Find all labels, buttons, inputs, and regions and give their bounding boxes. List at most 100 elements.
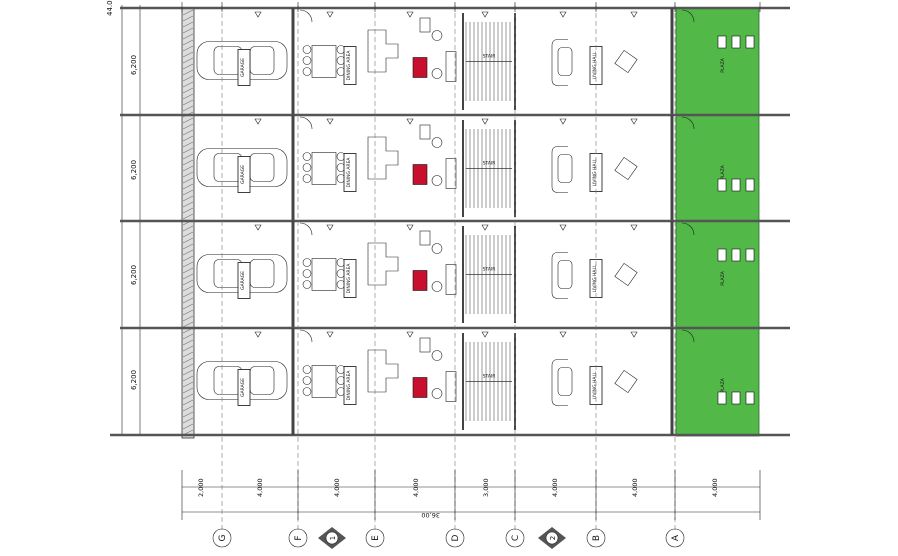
dim-col-1: 2,000 <box>197 478 205 497</box>
hatch-line <box>182 105 194 112</box>
hatch-line <box>182 405 194 412</box>
hatch-line <box>182 63 194 70</box>
hatch-line <box>182 153 194 160</box>
dim-row-2: 6,200 <box>130 160 138 180</box>
hatch-line <box>182 147 194 154</box>
hatch-line <box>182 213 194 220</box>
axis-label-b: B <box>592 535 602 541</box>
hatch-line <box>182 237 194 244</box>
garage-label: GARAGE <box>237 156 251 193</box>
hatch-line <box>182 333 194 340</box>
hatch-line <box>182 399 194 406</box>
unit-1: GARAGE DINING AREA STAIR LIVING HALL PLAZA <box>120 6 790 115</box>
hatch-line <box>182 249 194 256</box>
living-label-text: LIVING HALL <box>592 51 598 79</box>
dim-row-3: 6,200 <box>130 265 138 285</box>
axis-label-d: D <box>451 534 461 541</box>
living-label-text: LIVING HALL <box>592 158 598 186</box>
hatch-line <box>182 207 194 214</box>
hatch-line <box>182 165 194 172</box>
stair-label: STAIR <box>483 54 496 60</box>
hatch-line <box>182 357 194 364</box>
hatch-line <box>182 369 194 376</box>
kitchen-counter <box>367 136 399 180</box>
left-dimension-chain: 44.0 6,200 6,200 6,200 6,200 <box>106 0 141 435</box>
garden-label: PLAZA <box>720 164 726 179</box>
hatch-line <box>182 87 194 94</box>
axis-grid <box>181 5 761 530</box>
axis-bubbles: G F E D C B A 1 2 <box>212 527 685 549</box>
door-swing <box>681 222 695 236</box>
hatch-line <box>182 189 194 196</box>
level-markers <box>254 118 638 125</box>
living-label-text: LIVING HALL <box>592 264 598 292</box>
dim-col-4: 4,000 <box>412 478 420 497</box>
hatch-line <box>182 267 194 274</box>
dim-col-6: 4,000 <box>551 478 559 497</box>
garage-label: GARAGE <box>237 262 251 299</box>
door-swing <box>681 116 695 130</box>
dim-row-1: 6,200 <box>130 55 138 75</box>
hatch-line <box>182 411 194 418</box>
garage-label-text: GARAGE <box>240 165 246 184</box>
hatch-line <box>182 201 194 208</box>
hatch-line <box>182 309 194 316</box>
hatch-line <box>182 51 194 58</box>
dim-col-3: 4,000 <box>333 478 341 497</box>
dining-table <box>302 152 346 185</box>
hatch-line <box>182 177 194 184</box>
hatch-line <box>182 243 194 250</box>
stair-label: STAIR <box>483 267 496 273</box>
door-swing <box>681 329 695 343</box>
garden-planters <box>717 391 755 405</box>
door-swing <box>299 9 313 23</box>
hatch-line <box>182 279 194 286</box>
living-label-text: LIVING HALL <box>592 371 598 399</box>
garage-label-text: GARAGE <box>240 58 246 77</box>
hatch-line <box>182 195 194 202</box>
kitchen-counter <box>367 29 399 73</box>
hatch-line <box>182 387 194 394</box>
bottom-dimension-chain: 2,000 4,000 4,000 4,000 3,000 4,000 4,00… <box>182 478 760 519</box>
garden-label: PLAZA <box>720 270 726 285</box>
hatch-line <box>182 285 194 292</box>
kitchen-counter <box>367 349 399 393</box>
bathroom-fixtures <box>412 17 457 82</box>
stair-treads <box>465 235 512 314</box>
hatch-line <box>182 15 194 22</box>
armchair <box>614 156 638 181</box>
hatch-line <box>182 417 194 424</box>
garage-label-text: GARAGE <box>240 378 246 397</box>
hatch-line <box>182 123 194 130</box>
hatch-line <box>182 351 194 358</box>
dining-label-text: DINING AREA <box>346 50 352 81</box>
dim-col-2: 4,000 <box>256 478 264 497</box>
dim-top-left: 44.0 <box>106 0 114 16</box>
top-axis-ticks <box>181 2 761 12</box>
sofa <box>551 359 573 406</box>
dim-col-5: 3,000 <box>482 478 490 497</box>
armchair <box>614 369 638 394</box>
hatch-line <box>182 69 194 76</box>
hatch-line <box>182 393 194 400</box>
axis-label-c: C <box>511 535 521 541</box>
dim-overall: 36,00 <box>421 511 440 519</box>
dim-row-4: 6,200 <box>130 370 138 390</box>
hatch-line <box>182 303 194 310</box>
garden-label: PLAZA <box>720 377 726 392</box>
hatch-line <box>182 171 194 178</box>
bathroom-fixtures <box>412 230 457 295</box>
hatch-line <box>182 99 194 106</box>
hatch-line <box>182 141 194 148</box>
hatch-line <box>182 39 194 46</box>
axis-label-g: G <box>218 534 228 541</box>
armchair <box>614 49 638 74</box>
garden-label: PLAZA <box>720 57 726 72</box>
dining-table <box>302 258 346 291</box>
axis-label-a: A <box>671 534 681 541</box>
hatch-line <box>182 57 194 64</box>
axis-label-f: F <box>294 535 304 540</box>
hatch-line <box>182 75 194 82</box>
hatch-line <box>182 273 194 280</box>
